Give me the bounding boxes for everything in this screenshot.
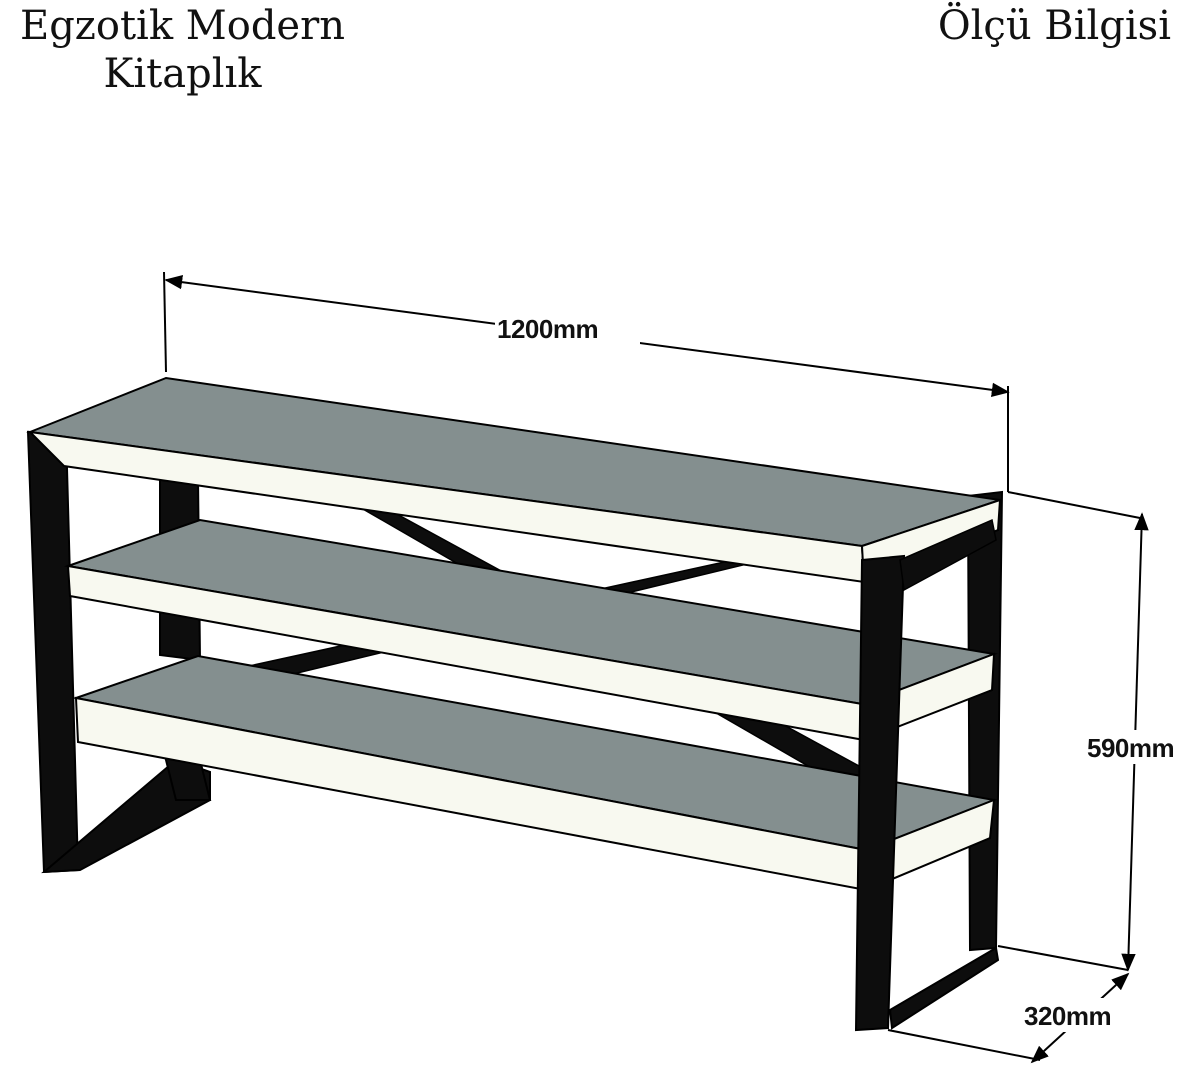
height-dimension: 590mm [997,491,1181,972]
width-label-backdrop [495,310,640,344]
width-dimension: 1200mm [163,271,1010,492]
right-back-leg [966,490,1004,952]
depth-label: 320mm [1024,1001,1111,1031]
right-front-leg [854,554,906,1032]
product-title-line-1: Egzotik Modern [20,3,345,49]
depth-extension-front [887,1029,1041,1061]
height-label-backdrop [1086,730,1181,764]
dimension-info-heading: Ölçü Bilgisi [937,3,1171,49]
shelf-middle [64,518,998,742]
left-front-leg [26,431,80,874]
shelf-bottom [72,654,998,892]
width-extension-left [163,271,167,373]
right-back-foot [888,946,1000,1030]
height-extension-top [1007,491,1141,519]
product-title: Egzotik Modern Kitaplık [0,2,365,98]
depth-dimension: 320mm [887,972,1132,1064]
left-front-frame [26,431,212,874]
width-label: 1200mm [497,314,598,344]
height-extension-bottom [997,945,1129,971]
left-front-foot [41,758,211,874]
product-title-line-2: Kitaplık [103,51,262,97]
right-front-frame [854,518,997,1032]
right-side-rail-top [899,518,997,592]
height-label: 590mm [1087,733,1174,763]
depth-label-backdrop [1022,998,1132,1032]
